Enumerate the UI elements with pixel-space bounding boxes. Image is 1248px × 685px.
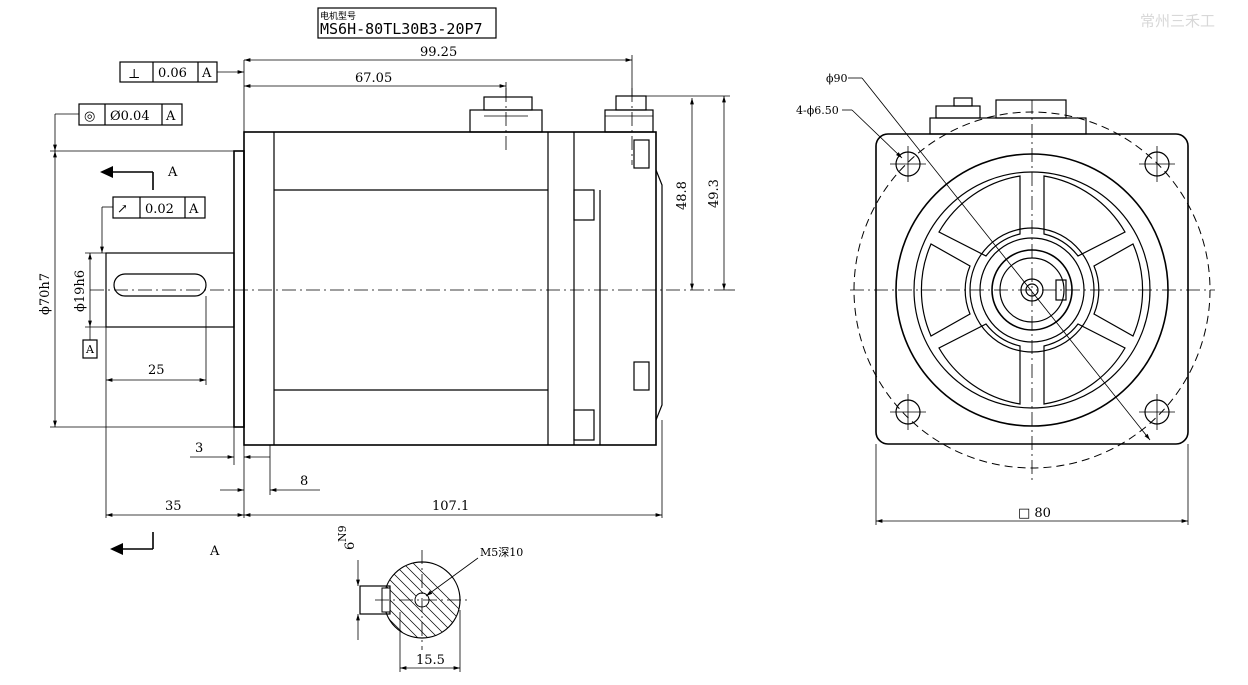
runout-datum: A: [188, 202, 199, 217]
mount-hole-bl: [890, 394, 926, 430]
front-view: [850, 97, 1215, 480]
conc-symbol: ◎: [84, 109, 95, 124]
perp-datum: A: [201, 66, 212, 81]
section-marker-top: A: [100, 165, 178, 190]
dim-flange-3: 3: [195, 441, 203, 456]
tolerance-concentricity: ◎ Ø0.04 A: [53, 103, 183, 151]
dim-35: 35: [165, 499, 182, 514]
tolerance-perpendicularity: ⊥ 0.06 A: [119, 61, 244, 83]
perp-symbol: ⊥: [128, 67, 140, 82]
dim-phi90: ϕ90: [826, 72, 848, 85]
section-view: 6 N9 M5深10 15.5: [336, 525, 523, 672]
keyway: [113, 273, 207, 297]
tolerance-runout: ↗ 0.02 A: [100, 196, 206, 253]
dim-107-1: 107.1: [432, 499, 469, 514]
mount-hole-tl: [890, 146, 926, 182]
front-dimensions: ϕ90 4-ϕ6.50 □ 80: [796, 72, 1189, 525]
dim-phi70: ϕ70h7: [38, 273, 53, 315]
runout-value: 0.02: [145, 202, 174, 217]
section-label-top: A: [167, 165, 178, 180]
dim-m5: M5深10: [480, 546, 523, 559]
dim-total-length: 99.25: [420, 45, 457, 60]
runout-symbol: ↗: [117, 202, 128, 217]
model-label: 电机型号: [320, 10, 356, 22]
dim-phi19: ϕ19h6: [73, 270, 88, 312]
conc-value: Ø0.04: [110, 109, 150, 124]
dim-key-n9: N9: [336, 525, 349, 542]
dim-8: 8: [300, 474, 308, 489]
mount-hole-br: [1139, 394, 1175, 430]
dim-15-5: 15.5: [416, 653, 445, 668]
conc-datum: A: [165, 109, 176, 124]
perp-value: 0.06: [158, 66, 187, 81]
dim-height-49-3: 49.3: [707, 179, 722, 208]
model-number: MS6H-80TL30B3-20P7: [320, 20, 483, 38]
model-box: 电机型号 MS6H-80TL30B3-20P7: [317, 7, 497, 39]
dim-holes: 4-ϕ6.50: [796, 104, 839, 117]
dim-shaft-25: 25: [148, 363, 165, 378]
side-view: [90, 88, 728, 446]
datum-a-box: A: [85, 343, 95, 356]
side-dimensions: 99.25 67.05 48.8 49.3 ϕ70h7 ϕ19h6 A 25: [38, 45, 735, 518]
watermark: 常州三禾工: [1140, 12, 1215, 30]
dim-key-6: 6: [343, 542, 358, 550]
dim-square-80: □ 80: [1018, 506, 1051, 521]
mount-hole-tr: [1139, 146, 1175, 182]
section-marker-bottom: A: [110, 532, 220, 559]
dim-body-length: 67.05: [355, 71, 392, 86]
dim-height-48-8: 48.8: [675, 181, 690, 210]
section-label-bottom: A: [209, 544, 220, 559]
